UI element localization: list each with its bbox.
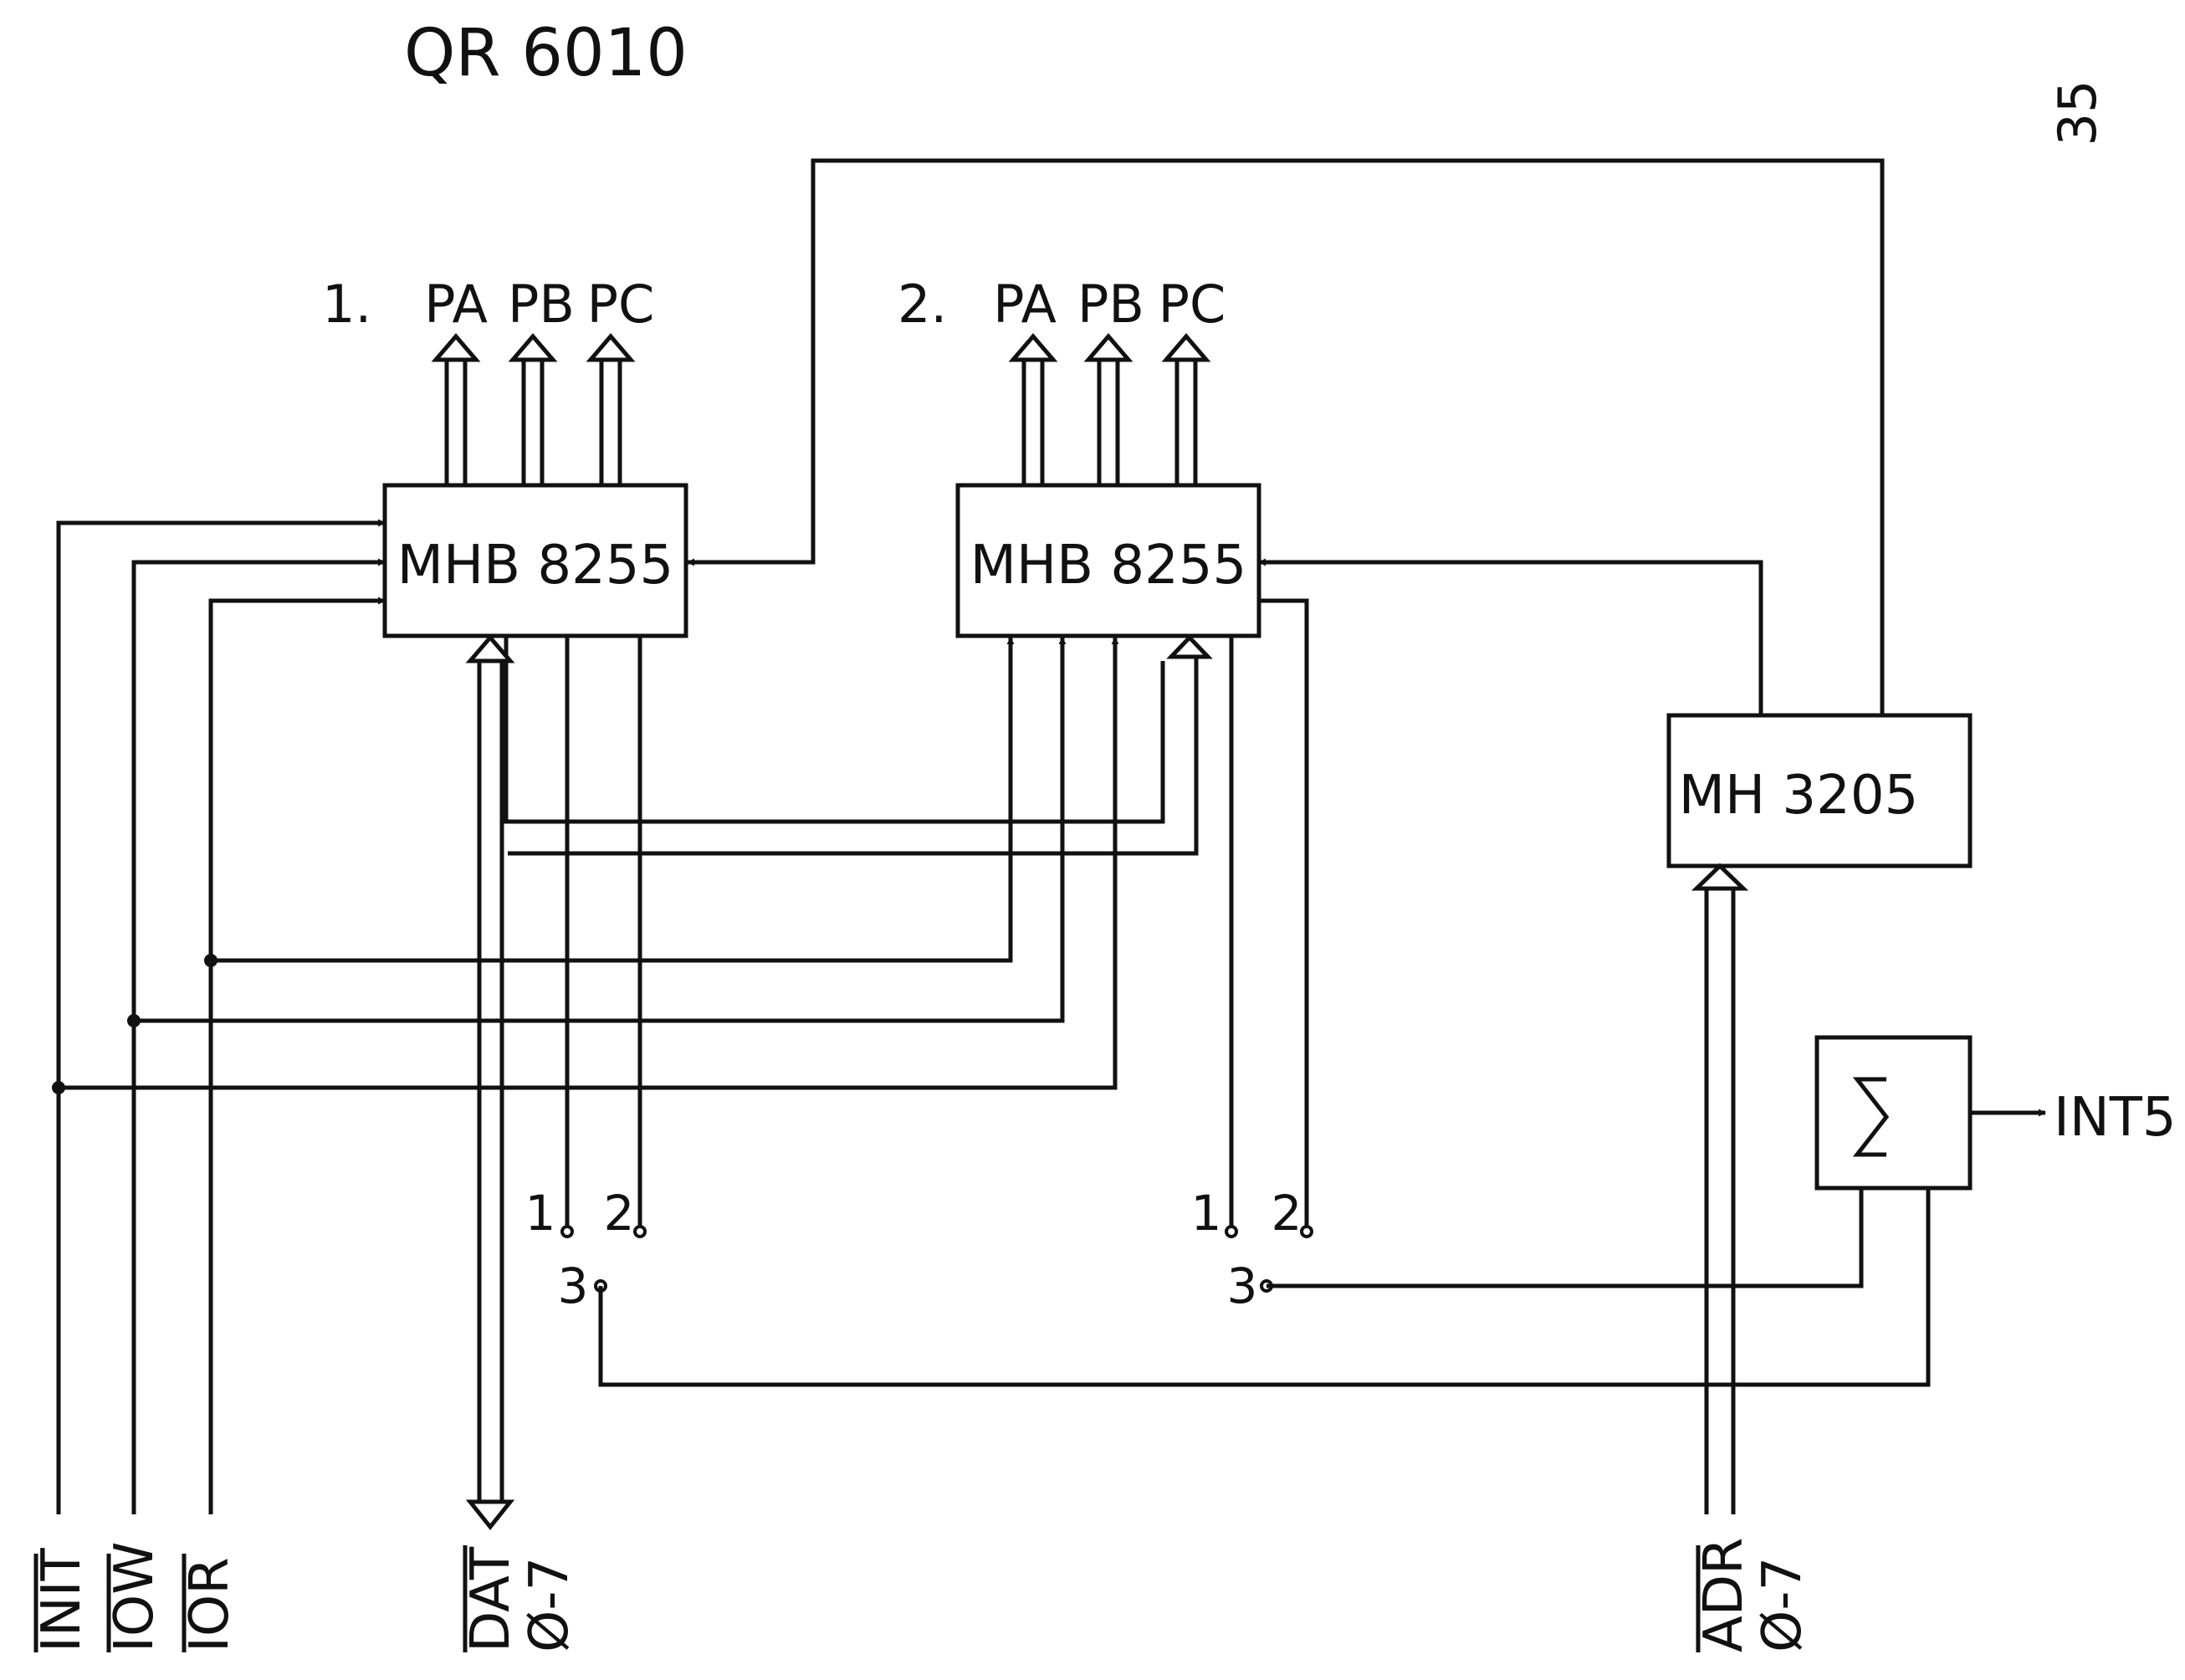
jumper-1-pin-1: 1	[525, 1185, 556, 1242]
svg-text:MH 3205: MH 3205	[1679, 765, 1919, 827]
jumper-2-pin-3: 3	[1227, 1257, 1258, 1314]
ppi-1-port-arrow-1	[508, 333, 558, 485]
ppi-2-port-pc: PC	[1159, 274, 1226, 335]
wire-iow-ppi2	[134, 637, 1067, 1023]
wire-ppi1-bus-link	[504, 638, 1165, 824]
ppi-2-port-arrow-0	[1008, 333, 1058, 485]
wiring	[52, 158, 2046, 1514]
signal-ior: IOR	[179, 1557, 241, 1652]
signal-iow: IOW	[104, 1541, 166, 1652]
port-bus-arrows	[431, 333, 1211, 485]
ppi-1-port-pc: PC	[587, 274, 655, 335]
signal-dat: DAT	[460, 1546, 522, 1652]
ppi-1-port-pa: PA	[424, 274, 488, 335]
jumper-2-dot-1	[1225, 1225, 1238, 1238]
chip-ppi-1: MHB 8255	[382, 483, 688, 638]
wire-decoder-cs2	[1258, 558, 1763, 715]
wire-init-ppi2	[59, 637, 1119, 1090]
jumper-1-dot-2	[633, 1225, 647, 1238]
ppi-1-port-arrow-0	[431, 333, 481, 485]
wire-ppi2-bus-link	[508, 657, 1199, 856]
signal-adr: ADR	[1693, 1537, 1755, 1652]
jumper-2-pin-1: 1	[1191, 1185, 1222, 1242]
ppi-2-port-arrow-1	[1083, 333, 1133, 485]
ppi-2-port-pb: PB	[1077, 274, 1144, 335]
svg-text:MHB 8255: MHB 8255	[397, 535, 673, 597]
svg-text:MHB 8255: MHB 8255	[970, 535, 1246, 597]
jumper-1-pin-3: 3	[558, 1257, 589, 1314]
ppi-2-bus-arrow	[1166, 634, 1213, 659]
jumper-1-dot-1	[560, 1225, 574, 1238]
ppi-1-port-pb: PB	[508, 274, 575, 335]
adr-bus	[1691, 863, 1749, 1514]
jumper-2-pin-2: 2	[1272, 1185, 1302, 1242]
chip-sum-block	[1814, 1035, 1973, 1191]
wire-ior	[208, 597, 386, 1514]
ppi-2-index: 2.	[898, 274, 947, 335]
wire-jumper1-sum	[598, 1188, 1931, 1387]
int5-label: INT5	[2054, 1087, 2177, 1149]
signal-init: INIT	[31, 1547, 93, 1652]
ppi-1-port-arrow-2	[586, 333, 636, 485]
ppi-2-port-pa: PA	[993, 274, 1057, 335]
ppi-2-port-arrow-2	[1161, 333, 1211, 485]
ppi-1-index: 1.	[322, 274, 371, 335]
dat-bus	[465, 634, 515, 1531]
page-title: QR 6010	[404, 16, 688, 91]
jumper-2-dot-2	[1300, 1225, 1313, 1238]
signal-dat-range: Ø-7	[519, 1557, 581, 1652]
wire-iow	[131, 558, 386, 1514]
wire-ppi2-pin2	[1259, 598, 1309, 1232]
chip-decoder-mh3205: MH 3205	[1666, 713, 1973, 868]
page-number: 35	[2047, 80, 2108, 146]
wire-decoder-cs1	[687, 158, 1885, 715]
signal-labels: INIT IOW IOR DAT Ø-7 ADR Ø-7	[31, 1537, 1814, 1652]
chip-ppi-2: MHB 8255	[955, 483, 1261, 638]
wire-ior-ppi2	[211, 637, 1015, 963]
wire-jumper2-sum	[1266, 1188, 1864, 1288]
signal-adr-range: Ø-7	[1752, 1557, 1814, 1652]
wire-init	[56, 519, 386, 1514]
jumper-1-pin-2: 2	[604, 1185, 635, 1242]
